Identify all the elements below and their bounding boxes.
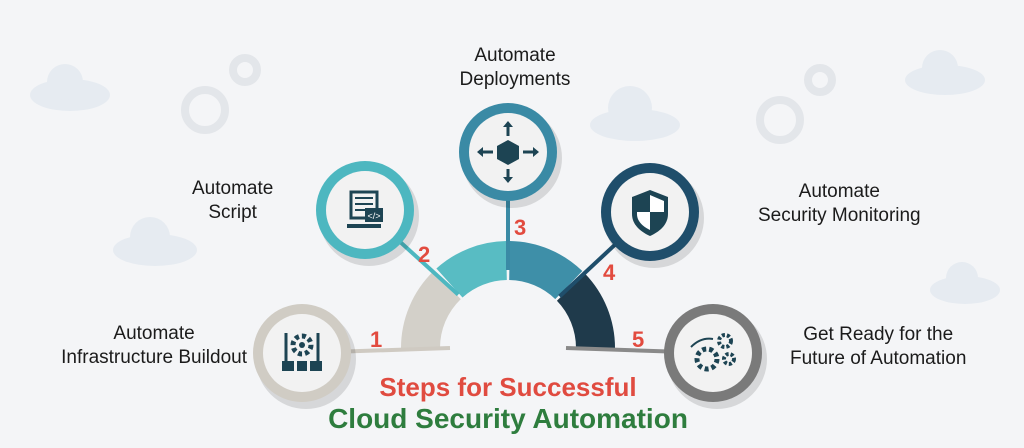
svg-text:</>: </> — [367, 211, 380, 221]
step-circles: </> — [253, 103, 767, 409]
step-5-label-line1: Get Ready for the — [803, 324, 954, 345]
cloud-icon — [113, 217, 197, 266]
step-4-circle — [601, 163, 704, 268]
step-4-number: 4 — [603, 260, 616, 285]
arc-segment-1 — [401, 271, 461, 348]
semicircle-arc — [401, 241, 615, 348]
step-4-label: Automate Security Monitoring — [758, 180, 921, 228]
shield-icon — [632, 190, 668, 236]
step-1-label-line2: Infrastructure Buildout — [61, 347, 247, 368]
step-5-label-line2: Future of Automation — [790, 348, 967, 369]
gears-icon — [690, 333, 736, 372]
title-line-1: Steps for Successful — [379, 372, 637, 402]
deployment-cube-icon — [477, 121, 539, 183]
step-1-label-line1: Automate — [113, 323, 195, 344]
title-line-2: Cloud Security Automation — [328, 403, 688, 434]
step-3-number: 3 — [514, 215, 527, 240]
step-1-number: 1 — [370, 327, 383, 352]
arc-segment-3 — [509, 241, 583, 300]
background-decorations — [30, 50, 1000, 304]
step-5-label: Get Ready for the Future of Automation — [790, 323, 966, 371]
step-2-label: Automate Script — [192, 177, 273, 225]
step-2-circle: </> — [316, 161, 419, 266]
arc-segment-2 — [436, 241, 507, 298]
step-1-circle — [253, 304, 356, 409]
step-3-circle — [459, 103, 562, 208]
step-4-label-line1: Automate — [798, 181, 880, 202]
step-5-circle — [664, 304, 767, 409]
gear-icon — [181, 54, 836, 144]
arc-segment-4 — [556, 273, 615, 348]
infrastructure-gear-icon — [282, 333, 322, 371]
step-5-number: 5 — [632, 327, 645, 352]
step-2-label-line2: Script — [208, 202, 257, 223]
step-1-label: Automate Infrastructure Buildout — [61, 322, 247, 370]
step-3-label-line1: Automate — [474, 45, 556, 66]
step-4-label-line2: Security Monitoring — [758, 205, 921, 226]
cloud-icon — [590, 86, 680, 141]
step-3-label-line2: Deployments — [459, 69, 571, 90]
cloud-icon — [30, 64, 110, 111]
step-3-label: Automate Deployments — [445, 44, 585, 92]
script-code-icon: </> — [347, 190, 383, 228]
step-2-label-line1: Automate — [192, 178, 274, 199]
step-2-number: 2 — [418, 242, 431, 267]
cloud-icon — [905, 50, 985, 95]
cloud-icon — [930, 262, 1000, 304]
